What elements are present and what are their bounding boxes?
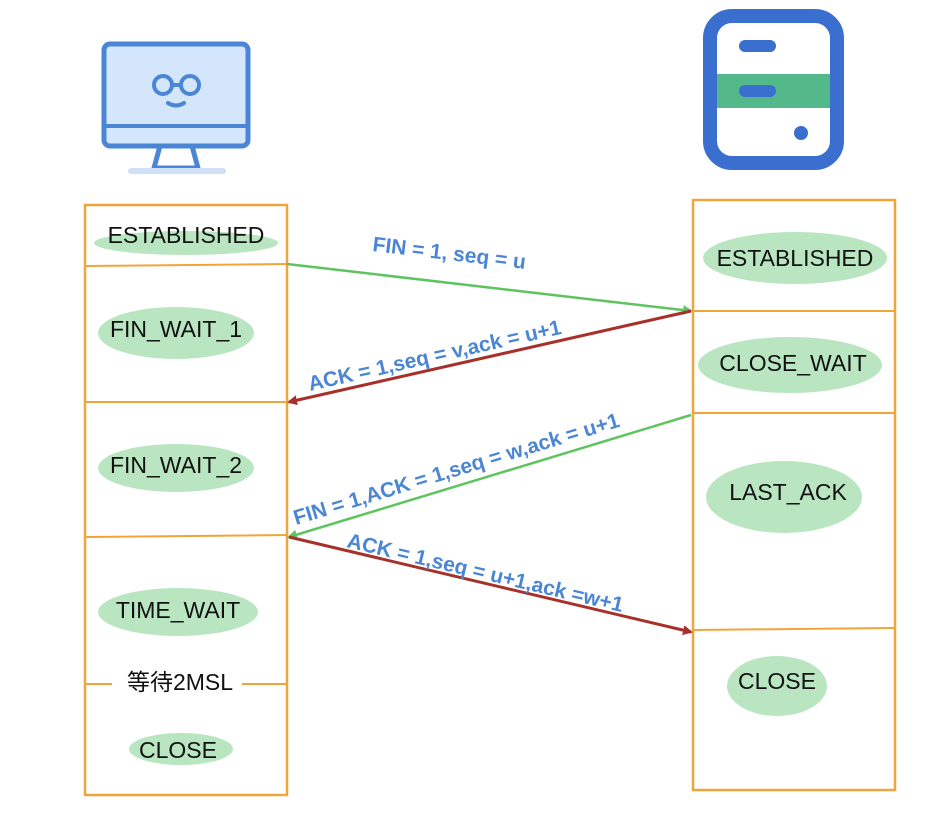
client-state-established: ESTABLISHED bbox=[108, 222, 265, 248]
client-wait-2msl-label: 等待2MSL bbox=[127, 669, 233, 695]
final-ack-arrow bbox=[288, 535, 693, 636]
ack-arrow bbox=[287, 309, 692, 406]
ack-message-label: ACK = 1,seq = v,ack = u+1 bbox=[306, 316, 564, 396]
desktop-computer-icon bbox=[101, 41, 251, 174]
server-icon bbox=[703, 9, 844, 170]
server-state-column: ESTABLISHED CLOSE_WAIT LAST_ACK CLOSE bbox=[691, 198, 897, 792]
fin-ack-message-label: FIN = 1,ACK = 1,seq = w,ack = u+1 bbox=[291, 409, 623, 530]
message-arrows bbox=[286, 262, 693, 636]
fin-arrow bbox=[286, 262, 693, 316]
client-state-time-wait: TIME_WAIT bbox=[116, 597, 240, 623]
client-column-border bbox=[83, 203, 289, 797]
server-state-last-ack: LAST_ACK bbox=[729, 479, 847, 505]
client-state-column: ESTABLISHED FIN_WAIT_1 FIN_WAIT_2 TIME_W… bbox=[83, 203, 289, 797]
client-state-fin-wait-2: FIN_WAIT_2 bbox=[110, 452, 242, 478]
message-labels: FIN = 1, seq = u ACK = 1,seq = v,ack = u… bbox=[291, 233, 626, 617]
fin-ack-arrow bbox=[287, 413, 692, 540]
final-ack-message-label: ACK = 1,seq = u+1,ack =w+1 bbox=[345, 529, 626, 617]
client-state-close: CLOSE bbox=[139, 737, 217, 763]
server-column-border bbox=[691, 198, 897, 792]
server-state-close: CLOSE bbox=[738, 668, 816, 694]
fin-message-label: FIN = 1, seq = u bbox=[371, 233, 527, 274]
server-state-close-wait: CLOSE_WAIT bbox=[719, 350, 866, 376]
server-state-established: ESTABLISHED bbox=[717, 245, 874, 271]
client-state-fin-wait-1: FIN_WAIT_1 bbox=[110, 316, 242, 342]
